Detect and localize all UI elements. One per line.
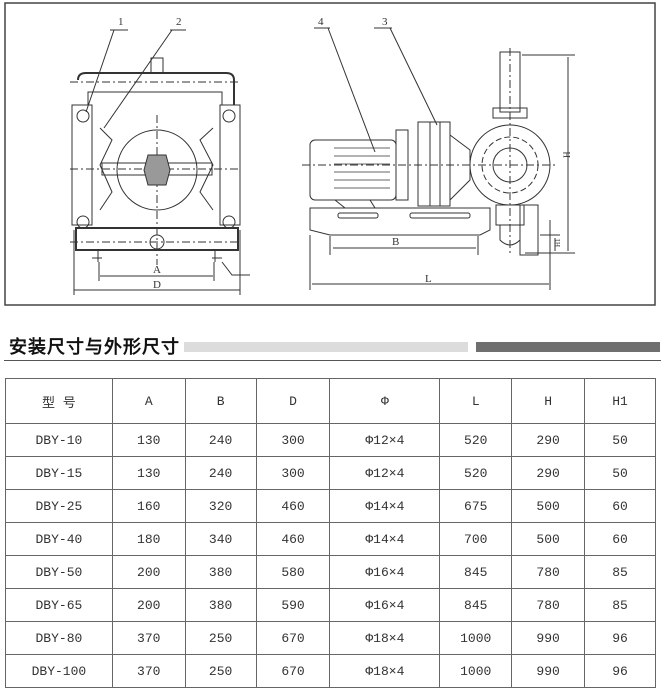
dimension-h: H [562, 151, 572, 158]
pump-side-view [302, 27, 575, 290]
cell-h1: 60 [584, 522, 656, 556]
cell-b: 340 [184, 522, 257, 556]
cell-b: 240 [184, 423, 257, 457]
header-model: 型 号 [5, 378, 113, 424]
drawing-frame [4, 2, 656, 306]
cell-a: 160 [111, 489, 186, 523]
cell-l: 700 [439, 522, 513, 556]
cell-h1: 85 [584, 555, 656, 589]
divider [4, 360, 661, 361]
cell-d: 580 [255, 555, 331, 589]
cell-model: DBY-10 [5, 423, 113, 457]
cell-phi: Φ18×4 [329, 654, 441, 688]
cell-a: 200 [111, 555, 186, 589]
cell-h1: 85 [584, 588, 656, 622]
cell-b: 380 [184, 555, 257, 589]
cell-h: 290 [511, 423, 586, 457]
cell-h1: 96 [584, 621, 656, 655]
cell-h: 500 [511, 489, 586, 523]
callout-4: 4 [318, 16, 324, 28]
cell-model: DBY-40 [5, 522, 113, 556]
cell-a: 130 [111, 423, 186, 457]
cell-h1: 96 [584, 654, 656, 688]
cell-d: 300 [255, 456, 331, 490]
dimension-l: L [425, 273, 432, 285]
cell-phi: Φ16×4 [329, 555, 441, 589]
cell-d: 460 [255, 489, 331, 523]
decorative-bar-dark [476, 342, 660, 352]
cell-h1: 50 [584, 423, 656, 457]
callout-2: 2 [176, 16, 182, 28]
header-d: D [255, 378, 331, 424]
cell-h: 500 [511, 522, 586, 556]
cell-h: 290 [511, 456, 586, 490]
cell-model: DBY-15 [5, 456, 113, 490]
cell-b: 240 [184, 456, 257, 490]
cell-h: 780 [511, 588, 586, 622]
header-phi: Φ [329, 378, 441, 424]
cell-b: 380 [184, 588, 257, 622]
cell-h: 990 [511, 621, 586, 655]
cell-d: 670 [255, 621, 331, 655]
header-b: B [184, 378, 257, 424]
cell-l: 520 [439, 456, 513, 490]
cell-phi: Φ18×4 [329, 621, 441, 655]
cell-a: 200 [111, 588, 186, 622]
cell-d: 300 [255, 423, 331, 457]
cell-phi: Φ14×4 [329, 522, 441, 556]
pump-technical-drawing: 1 2 3 4 A D B L H H1 [4, 2, 656, 306]
cell-model: DBY-65 [5, 588, 113, 622]
dimension-a: A [153, 264, 161, 276]
cell-model: DBY-50 [5, 555, 113, 589]
decorative-bar-light [184, 342, 468, 352]
cell-b: 320 [184, 489, 257, 523]
header-a: A [111, 378, 186, 424]
pump-front-view [70, 29, 250, 295]
cell-phi: Φ12×4 [329, 423, 441, 457]
header-h1: H1 [584, 378, 656, 424]
cell-l: 1000 [439, 654, 513, 688]
cell-h: 780 [511, 555, 586, 589]
cell-h1: 60 [584, 489, 656, 523]
cell-l: 675 [439, 489, 513, 523]
table-header-row: 型 号 A B D Φ L H H1 [5, 378, 656, 424]
section-title: 安装尺寸与外形尺寸 [9, 337, 180, 358]
cell-a: 370 [111, 621, 186, 655]
cell-l: 520 [439, 423, 513, 457]
callout-1: 1 [118, 16, 124, 28]
cell-model: DBY-25 [5, 489, 113, 523]
callout-3: 3 [382, 16, 388, 28]
header-h: H [511, 378, 586, 424]
dimension-d: D [153, 279, 161, 291]
cell-l: 1000 [439, 621, 513, 655]
cell-l: 845 [439, 588, 513, 622]
cell-b: 250 [184, 621, 257, 655]
cell-phi: Φ14×4 [329, 489, 441, 523]
cell-d: 590 [255, 588, 331, 622]
cell-phi: Φ12×4 [329, 456, 441, 490]
dimension-b: B [392, 236, 399, 248]
dimension-h1: H1 [554, 238, 562, 247]
cell-d: 460 [255, 522, 331, 556]
cell-a: 180 [111, 522, 186, 556]
cell-a: 130 [111, 456, 186, 490]
header-l: L [439, 378, 513, 424]
cell-l: 845 [439, 555, 513, 589]
cell-phi: Φ16×4 [329, 588, 441, 622]
cell-model: DBY-80 [5, 621, 113, 655]
cell-d: 670 [255, 654, 331, 688]
cell-h1: 50 [584, 456, 656, 490]
